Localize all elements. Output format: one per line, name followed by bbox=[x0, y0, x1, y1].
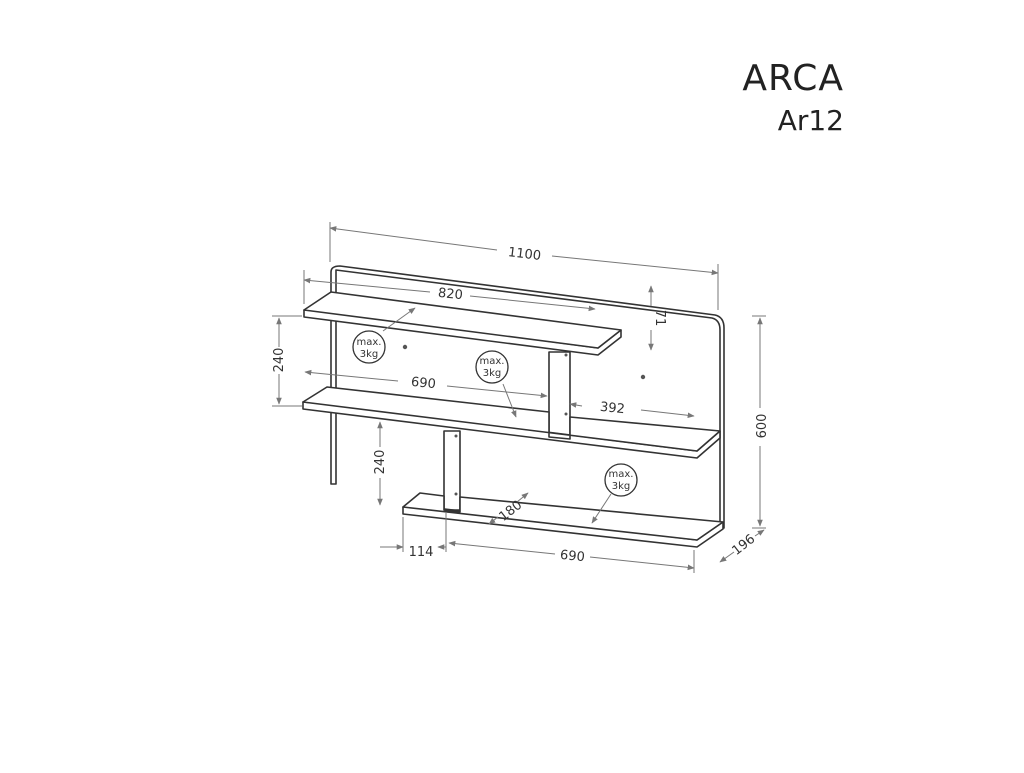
dim-lower-gap: 240 bbox=[373, 450, 388, 475]
dim-lower-offset: 114 bbox=[409, 545, 434, 560]
dim-top-offset: 71 bbox=[652, 310, 667, 327]
load-note-bottom: max. 3kg bbox=[604, 463, 638, 497]
dimension-lines bbox=[272, 222, 766, 573]
mounting-holes bbox=[402, 344, 646, 496]
dim-depth: 196 bbox=[729, 532, 758, 559]
dim-bottom-shelf: 690 bbox=[559, 548, 585, 566]
product-model-code: Ar12 bbox=[777, 104, 844, 137]
dim-upper-gap: 240 bbox=[272, 348, 287, 373]
load-note-line1: max. bbox=[357, 337, 382, 348]
dim-top-shelf: 820 bbox=[437, 286, 463, 304]
dim-right-shelf: 392 bbox=[599, 400, 625, 418]
dim-middle-shelf: 690 bbox=[410, 375, 436, 393]
shelf-outline bbox=[302, 265, 725, 548]
load-note-middle: max. 3kg bbox=[475, 350, 509, 384]
upper-divider bbox=[548, 351, 571, 438]
back-panel bbox=[330, 265, 725, 529]
dimension-labels: 1100 820 71 240 690 392 600 240 180 114 … bbox=[272, 245, 770, 565]
load-note-top: max. 3kg bbox=[352, 330, 386, 364]
lower-divider bbox=[443, 430, 461, 511]
dim-overall-width: 1100 bbox=[507, 245, 542, 264]
dim-overall-height: 600 bbox=[755, 414, 770, 439]
load-note-line2: 3kg bbox=[483, 368, 502, 379]
product-brand: ARCA bbox=[742, 58, 844, 99]
load-note-line1: max. bbox=[609, 469, 634, 480]
load-note-line1: max. bbox=[480, 356, 505, 367]
load-note-line2: 3kg bbox=[360, 349, 379, 360]
load-note-line2: 3kg bbox=[612, 481, 631, 492]
